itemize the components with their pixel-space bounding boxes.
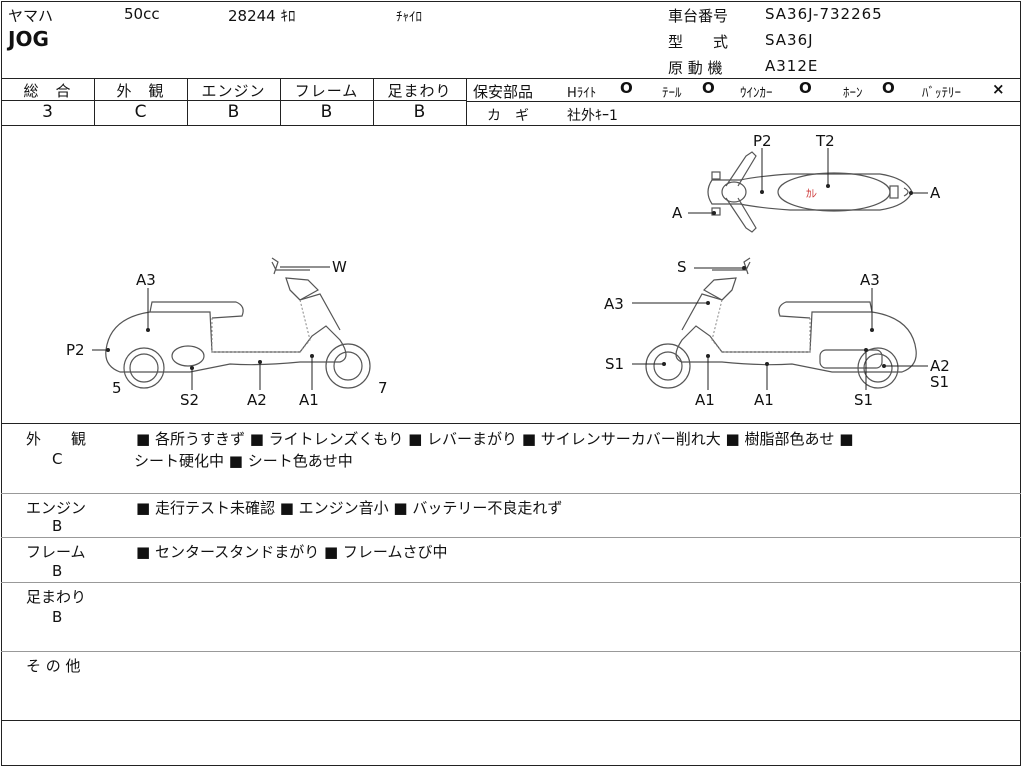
label-left-5: 5	[112, 379, 122, 397]
type-value: SA36J	[765, 31, 814, 49]
grade-header-exterior: 外 観	[116, 82, 165, 100]
remarks-top-rule	[1, 423, 1021, 424]
label-left-a2: A2	[247, 391, 267, 409]
remarks-divider	[1, 493, 1021, 494]
remark-title-other: そ の 他	[26, 657, 81, 675]
grade-header-suspension: 足まわり	[387, 82, 452, 100]
remark-title-frame: フレーム	[26, 543, 86, 561]
grade-suspension: B	[413, 102, 426, 122]
remarks-bottom-rule	[1, 720, 1021, 721]
grade-header-engine: エンジン	[201, 82, 266, 100]
safety-item-headlight: Hﾗｲﾄ	[567, 86, 597, 101]
remark-title-suspension: 足まわり	[26, 588, 87, 606]
grade-header-frame: フレーム	[294, 82, 359, 100]
label-right-a2: A2	[930, 357, 950, 375]
label-right-s1-rear: S1	[930, 373, 949, 391]
grade-engine: B	[227, 102, 240, 122]
remark-text-exterior-2: シート硬化中 ■ シート色あせ中	[134, 452, 353, 470]
remark-grade-exterior: C	[52, 450, 63, 468]
displacement: 50cc	[124, 5, 160, 23]
mileage: 28244 ｷﾛ	[228, 7, 296, 25]
remarks-divider	[1, 537, 1021, 538]
safety-mark-battery: ×	[992, 80, 1005, 98]
grade-col-divider	[280, 78, 281, 125]
maker-name: ヤマハ	[8, 7, 54, 25]
safety-mark-taillight: O	[702, 79, 715, 97]
remark-grade-engine: B	[52, 517, 63, 535]
remarks-divider	[1, 582, 1021, 583]
label-right-a1-mid: A1	[754, 391, 774, 409]
label-top-t2: T2	[815, 132, 835, 150]
safety-item-battery: ﾊﾞｯﾃﾘｰ	[922, 86, 961, 101]
scooter-right-side-view	[645, 257, 917, 389]
label-left-7: 7	[378, 379, 388, 397]
grade-col-divider	[373, 78, 374, 125]
label-left-s2: S2	[180, 391, 199, 409]
remark-grade-frame: B	[52, 562, 63, 580]
safety-item-winker: ｳｲﾝｶｰ	[740, 86, 773, 101]
label-right-a3-front: A3	[604, 295, 624, 313]
label-left-a3: A3	[136, 271, 156, 289]
safety-item-taillight: ﾃｰﾙ	[662, 86, 682, 101]
label-right-s1-front: S1	[605, 355, 624, 373]
safety-mark-winker: O	[799, 79, 812, 97]
body-color: ﾁｬｲﾛ	[396, 10, 422, 25]
grade-header-overall: 総 合	[23, 82, 72, 100]
grade-table-bottom-rule	[1, 125, 1021, 126]
label-top-a-rear: A	[930, 184, 941, 202]
frame-number-label: 車台番号	[668, 7, 729, 25]
safety-item-horn: ﾎｰﾝ	[843, 86, 863, 101]
scooter-top-view: ｶﾚ	[707, 151, 913, 233]
scratch-mark-seat: ｶﾚ	[806, 187, 817, 200]
safety-mark-headlight: O	[620, 79, 633, 97]
label-left-w: W	[332, 258, 347, 276]
type-label: 型 式	[668, 33, 729, 51]
label-top-a-front: A	[672, 204, 683, 222]
label-right-a3-rear: A3	[860, 271, 880, 289]
label-right-s: S	[677, 258, 687, 276]
remark-grade-suspension: B	[52, 608, 63, 626]
label-top-p2: P2	[753, 132, 772, 150]
scooter-left-side-view	[105, 257, 371, 389]
label-left-a1: A1	[299, 391, 319, 409]
grade-col-divider	[94, 78, 95, 125]
grade-frame: B	[320, 102, 333, 122]
grade-overall: 3	[42, 102, 53, 122]
remark-text-frame: ■ センタースタンドまがり ■ フレームさび中	[136, 543, 448, 561]
frame-number: SA36J-732265	[765, 5, 883, 23]
remark-text-engine: ■ 走行テスト未確認 ■ エンジン音小 ■ バッテリー不良走れず	[136, 499, 563, 517]
key-value: 社外ｷｰ1	[567, 108, 618, 124]
label-right-s1-bottom: S1	[854, 391, 873, 409]
label-left-p2: P2	[66, 341, 85, 359]
engine-model-label: 原 動 機	[668, 59, 723, 77]
remark-text-exterior-1: ■ 各所うすきず ■ ライトレンズくもり ■ レバーまがり ■ サイレンサーカバ…	[136, 430, 854, 448]
grade-table-top-rule	[1, 78, 1021, 79]
remark-title-engine: エンジン	[26, 499, 87, 517]
remark-title-exterior: 外 観	[26, 430, 87, 448]
engine-model-value: A312E	[765, 57, 819, 75]
safety-parts-label: 保安部品	[473, 83, 534, 101]
grade-header-divider	[1, 100, 467, 101]
label-right-a1-front: A1	[695, 391, 715, 409]
grade-exterior: C	[134, 102, 147, 122]
grade-col-divider	[187, 78, 188, 125]
safety-row-divider	[467, 101, 1021, 102]
remarks-divider	[1, 651, 1021, 652]
model-name: JOG	[8, 27, 49, 51]
grade-col-divider	[466, 78, 467, 125]
safety-mark-horn: O	[882, 79, 895, 97]
key-label: カ ギ	[487, 108, 529, 124]
